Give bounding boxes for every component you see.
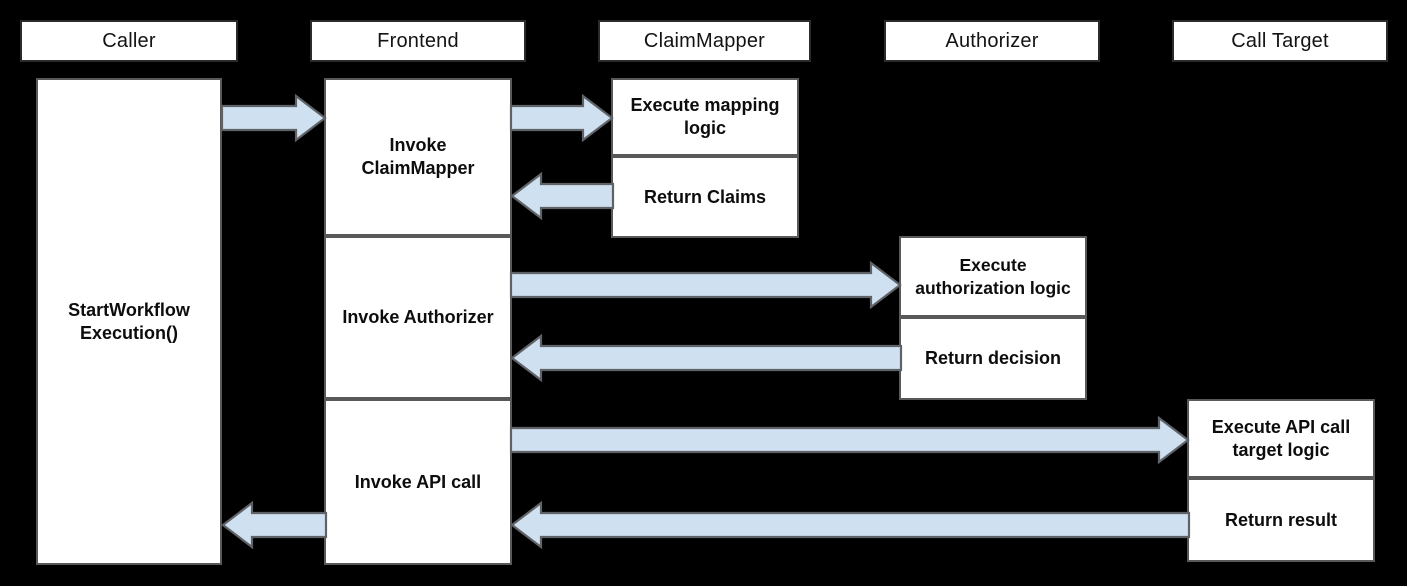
- lane-header-authorizer: Authorizer: [884, 20, 1100, 62]
- lane-header-frontend-label: Frontend: [377, 29, 459, 52]
- message-arrow-return-to-caller: [221, 500, 328, 550]
- message-arrow-return-claims: [510, 171, 615, 221]
- lane-header-caller: Caller: [20, 20, 238, 62]
- activation-calltarget-execute-api-call-target-logic: Execute API call target logic: [1187, 399, 1375, 478]
- activation-authorizer-return-decision: Return decision: [899, 317, 1087, 400]
- activation-frontend-invoke-api-call-label: Invoke API call: [354, 471, 482, 492]
- activation-claimmapper-return-claims: Return Claims: [611, 156, 799, 238]
- message-arrow-invoke-api-call: [509, 415, 1190, 465]
- activation-claimmapper-return-claims-label: Return Claims: [643, 186, 767, 207]
- activation-calltarget-execute-api-call-target-logic-label: Execute API call target logic: [1211, 416, 1351, 460]
- activation-frontend-invoke-authorizer: Invoke Authorizer: [324, 236, 512, 399]
- activation-calltarget-return-result-label: Return result: [1224, 509, 1338, 530]
- activation-frontend-invoke-claimmapper-label: Invoke ClaimMapper: [361, 135, 475, 178]
- activation-authorizer-execute-authorization-logic: Execute authorization logic: [899, 236, 1087, 317]
- message-arrow-invoke-claimmapper: [509, 93, 614, 143]
- lane-header-caller-label: Caller: [102, 29, 156, 52]
- activation-frontend-invoke-api-call: Invoke API call: [324, 399, 512, 565]
- activation-caller-start-workflow: StartWorkflow Execution(): [36, 78, 222, 565]
- activation-calltarget-return-result: Return result: [1187, 478, 1375, 562]
- activation-claimmapper-execute-mapping-logic-label: Execute mapping logic: [630, 95, 780, 138]
- activation-frontend-invoke-claimmapper: Invoke ClaimMapper: [324, 78, 512, 236]
- lane-header-claimmapper-label: ClaimMapper: [643, 29, 766, 52]
- lane-header-calltarget: Call Target: [1172, 20, 1388, 62]
- message-arrow-invoke-authorizer: [509, 260, 902, 310]
- message-arrow-start-workflow: [220, 93, 327, 143]
- activation-authorizer-execute-authorization-logic-label: Execute authorization logic: [915, 255, 1071, 298]
- activation-claimmapper-execute-mapping-logic: Execute mapping logic: [611, 78, 799, 156]
- lane-header-frontend: Frontend: [310, 20, 526, 62]
- lane-header-claimmapper: ClaimMapper: [598, 20, 811, 62]
- activation-frontend-invoke-authorizer-label: Invoke Authorizer: [342, 307, 494, 328]
- lane-header-calltarget-label: Call Target: [1231, 29, 1329, 52]
- message-arrow-return-decision: [510, 333, 903, 383]
- activation-authorizer-return-decision-label: Return decision: [924, 348, 1062, 369]
- lane-header-authorizer-label: Authorizer: [945, 29, 1039, 52]
- activation-caller-start-workflow-label: StartWorkflow Execution(): [68, 299, 190, 343]
- message-arrow-return-result: [510, 500, 1191, 550]
